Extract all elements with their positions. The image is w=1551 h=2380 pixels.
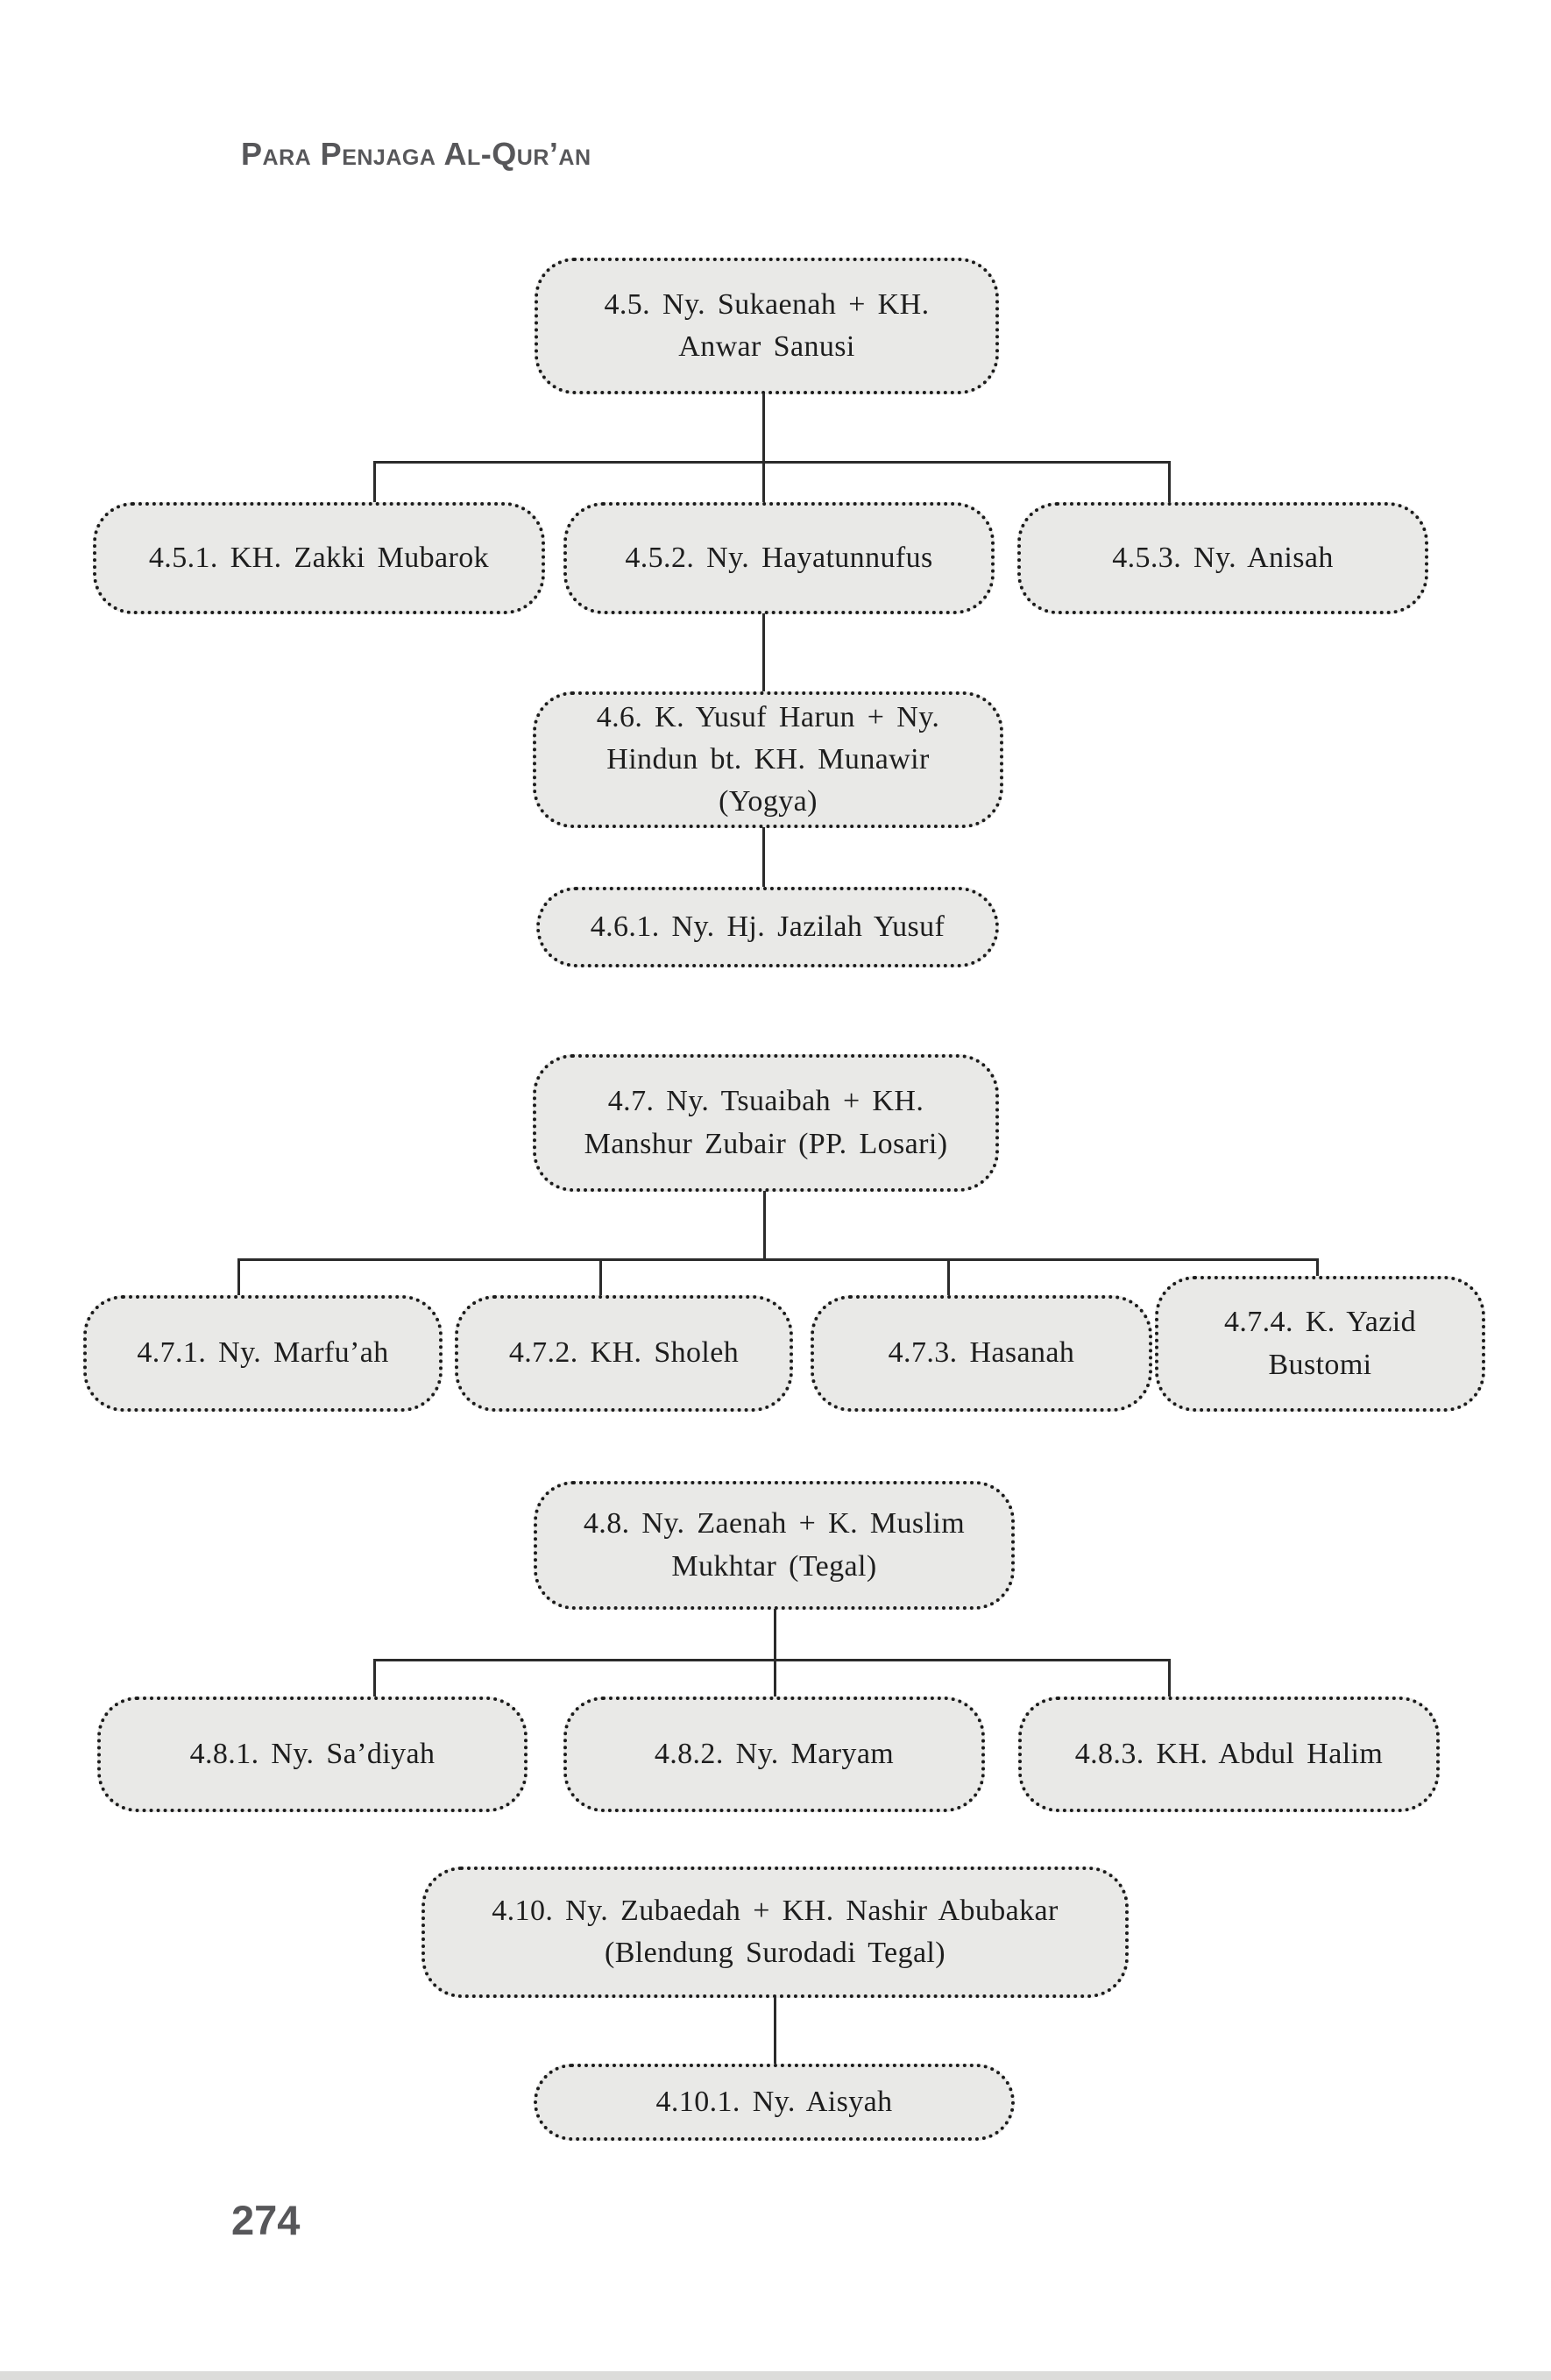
- tree-node-4-7: 4.7. Ny. Tsuaibah + KH. Manshur Zubair (…: [533, 1054, 999, 1192]
- tree-node-4-7-2: 4.7.2. KH. Sholeh: [455, 1295, 793, 1412]
- connector-4-5-drop-2: [762, 461, 765, 504]
- tree-node-4-8-1: 4.8.1. Ny. Sa’diyah: [97, 1696, 528, 1812]
- tree-node-4-6-1: 4.6.1. Ny. Hj. Jazilah Yusuf: [536, 887, 999, 967]
- connector-4-8-drop-1: [373, 1659, 376, 1698]
- connector-4-7-drop-2: [599, 1258, 602, 1297]
- tree-node-4-8: 4.8. Ny. Zaenah + K. Muslim Mukhtar (Teg…: [534, 1481, 1015, 1610]
- scan-edge: [0, 2371, 1551, 2380]
- tree-node-4-7-1: 4.7.1. Ny. Marfu’ah: [83, 1295, 443, 1412]
- tree-node-4-8-3: 4.8.3. KH. Abdul Halim: [1018, 1696, 1440, 1812]
- connector-4-5-stem: [762, 393, 765, 463]
- connector-4-5-drop-3: [1168, 461, 1171, 504]
- connector-4-8-branch: [373, 1659, 1171, 1661]
- connector-4-5-drop-1: [373, 461, 376, 504]
- page-number: 274: [231, 2197, 301, 2243]
- connector-4-8-drop-3: [1168, 1659, 1171, 1698]
- connector-4-10-stem: [774, 1997, 776, 2065]
- tree-node-4-8-2: 4.8.2. Ny. Maryam: [563, 1696, 985, 1812]
- connector-4-7-branch: [237, 1258, 1319, 1261]
- connector-4-7-drop-4: [1316, 1258, 1319, 1278]
- tree-node-4-5: 4.5. Ny. Sukaenah + KH. Anwar Sanusi: [535, 258, 999, 394]
- tree-node-4-5-1: 4.5.1. KH. Zakki Mubarok: [93, 502, 545, 614]
- tree-node-4-5-2: 4.5.2. Ny. Hayatunnufus: [563, 502, 995, 614]
- page-title: Para Penjaga Al-Qur’an: [241, 136, 591, 172]
- tree-node-4-10: 4.10. Ny. Zubaedah + KH. Nashir Abubakar…: [421, 1866, 1129, 1998]
- connector-4-7-drop-1: [237, 1258, 240, 1297]
- connector-4-8-drop-2: [774, 1659, 776, 1698]
- connector-4-7-stem: [763, 1191, 766, 1260]
- connector-4-8-stem: [774, 1609, 776, 1661]
- connector-4-5-2-to-4-6: [762, 613, 765, 692]
- tree-node-4-10-1: 4.10.1. Ny. Aisyah: [534, 2064, 1015, 2141]
- tree-node-4-6: 4.6. K. Yusuf Harun + Ny. Hindun bt. KH.…: [533, 691, 1003, 828]
- connector-4-6-stem: [762, 827, 765, 889]
- connector-4-5-branch: [373, 461, 1171, 464]
- tree-node-4-7-3: 4.7.3. Hasanah: [811, 1295, 1152, 1412]
- connector-4-7-drop-3: [947, 1258, 950, 1297]
- tree-node-4-7-4: 4.7.4. K. Yazid Bustomi: [1155, 1276, 1485, 1412]
- tree-node-4-5-3: 4.5.3. Ny. Anisah: [1017, 502, 1428, 614]
